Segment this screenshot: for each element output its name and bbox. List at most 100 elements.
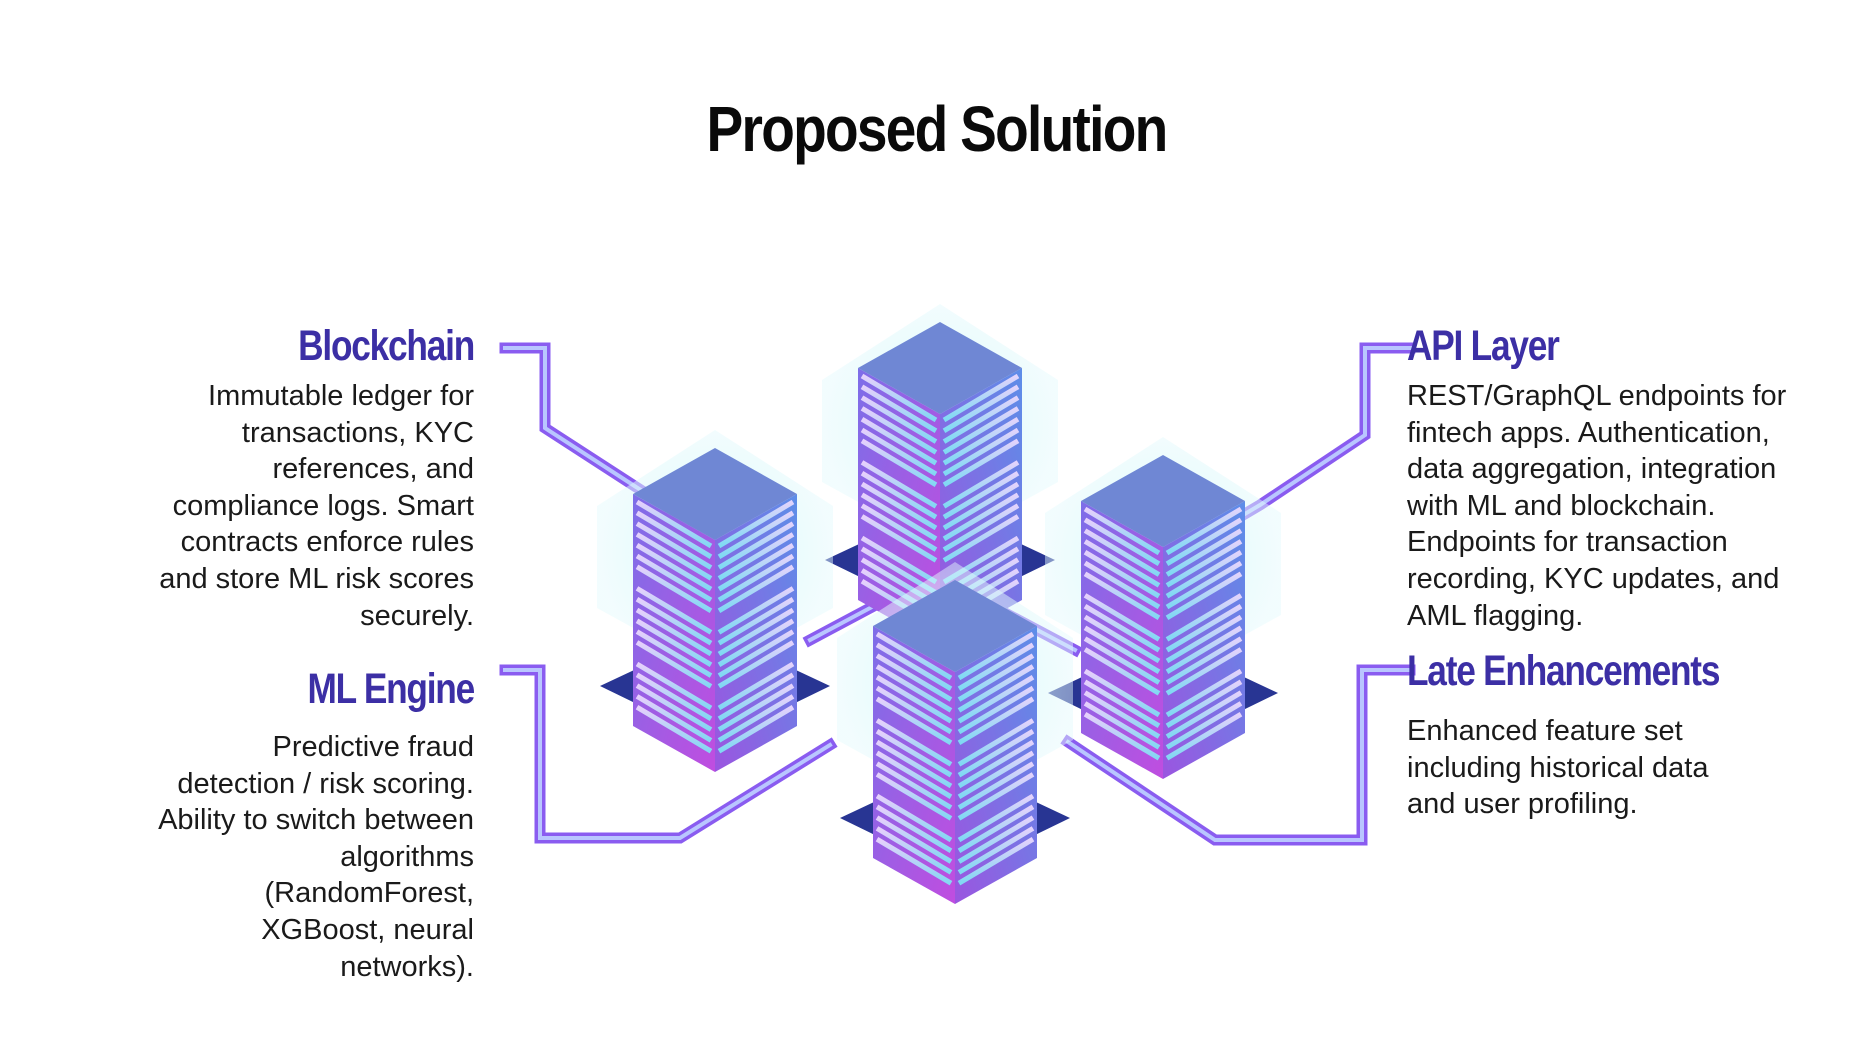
server-front-slot [957, 696, 1035, 745]
server-front-slot [875, 653, 953, 702]
server-right-slot [1165, 668, 1243, 718]
server-left-slot [635, 683, 713, 732]
server-right-slot [1083, 604, 1161, 653]
server-left-slot [635, 629, 713, 678]
server-right-slot [1083, 593, 1161, 642]
server-top-top-face [858, 322, 1022, 414]
server-right-slot [1165, 636, 1243, 685]
server-right-slot [1165, 506, 1243, 556]
late-enhancements-heading: Late Enhancements [1407, 647, 1720, 695]
text-line: (RandomForest, [264, 877, 474, 910]
server-top-slot [860, 535, 938, 585]
late-enhancements-section: Late Enhancements Enhanced feature set i… [1407, 645, 1827, 823]
server-right-slot [1083, 625, 1161, 674]
text-line: transactions, KYC [241, 416, 474, 449]
page-title: Proposed Solution [706, 93, 1169, 165]
server-right-slot [1083, 701, 1161, 750]
server-right-slot [1083, 668, 1161, 718]
server-front-slot [875, 729, 953, 778]
server-front-slot [875, 642, 953, 691]
server-right-slot [1083, 506, 1161, 556]
server-top-slot [942, 481, 1020, 531]
late-enhancements-description: Enhanced feature set including historica… [1407, 713, 1827, 823]
server-left-slot [717, 683, 795, 732]
server-right-slot [1165, 690, 1243, 739]
server-left [597, 430, 833, 772]
text-line: including historical data [1407, 751, 1709, 784]
server-left-slot [635, 543, 713, 592]
server-left-slot [717, 694, 795, 743]
server-front-slot [875, 793, 953, 843]
server-group [597, 304, 1281, 904]
server-front-slot [957, 772, 1035, 821]
server-left-slot [635, 705, 713, 754]
server-right-slot [1165, 517, 1243, 566]
server-left-slot [717, 586, 795, 635]
server-right-slot [1165, 571, 1243, 620]
server-front-slot [875, 631, 953, 681]
server-left-top-face [633, 448, 797, 540]
text-line: detection / risk scoring. [177, 767, 474, 800]
ml-engine-section: ML Engine Predictive fraud detection / r… [120, 663, 475, 985]
server-top-slot [942, 373, 1020, 423]
server-left-slot [635, 521, 713, 570]
server-right-slot [1165, 647, 1243, 696]
blockchain-heading: Blockchain [298, 322, 475, 370]
text-line: securely. [360, 599, 474, 632]
server-front-slot [957, 664, 1035, 713]
server-front-slot [875, 664, 953, 713]
server-front-slot [875, 696, 953, 745]
server-left-slot [717, 564, 795, 613]
server-top-slot [942, 438, 1020, 487]
server-right-slot [1083, 690, 1161, 739]
text-line: Ability to switch between [158, 804, 474, 837]
text-line: XGBoost, neural [261, 913, 474, 946]
server-front-slot [875, 718, 953, 767]
blockchain-section: Blockchain Immutable ledger for transact… [120, 320, 475, 634]
server-front-slot [957, 729, 1035, 778]
server-right-slot [1165, 614, 1243, 664]
server-left-slot [717, 672, 795, 721]
server-right-slot [1083, 647, 1161, 696]
server-left-slot [717, 499, 795, 549]
server-top-slot [942, 460, 1020, 509]
text-line: networks). [340, 950, 474, 983]
server-top-slot [860, 460, 938, 509]
server-front-slot [957, 826, 1035, 875]
text-line: AML flagging. [1407, 599, 1584, 632]
server-front-slot [875, 739, 953, 789]
server-left-slot [635, 586, 713, 635]
server-left-slot [635, 532, 713, 581]
server-right-slot [1165, 701, 1243, 750]
ml-engine-description: Predictive fraud detection / risk scorin… [120, 729, 474, 985]
server-left-slot [635, 597, 713, 646]
server-left-slot [717, 618, 795, 667]
server-right-slot [1083, 571, 1161, 620]
server-left-slot [635, 553, 713, 603]
server-front-slot [957, 793, 1035, 843]
server-left-slot [635, 618, 713, 667]
ml-engine-heading: ML Engine [307, 665, 475, 713]
api-layer-section: API Layer REST/GraphQL endpoints for fin… [1407, 320, 1827, 634]
server-left-slot [717, 553, 795, 603]
server-front-slot [957, 837, 1035, 886]
server-left-slot [635, 694, 713, 743]
server-right-slot [1165, 539, 1243, 588]
text-line: references, and [272, 453, 474, 486]
server-right-slot [1165, 712, 1243, 761]
server-top-slot [860, 373, 938, 423]
server-left-slot [635, 499, 713, 549]
server-front-slot [875, 685, 953, 735]
server-right-slot [1083, 636, 1161, 685]
server-front-slot [875, 675, 953, 724]
server-front-slot [957, 761, 1035, 810]
api-layer-description: REST/GraphQL endpoints for fintech apps.… [1407, 378, 1827, 634]
server-top-slot [860, 471, 938, 520]
connector-late-enh-inner [1065, 668, 1412, 842]
server-front-slot [957, 685, 1035, 735]
connector-ml-engine-inner [503, 668, 833, 840]
text-line: and user profiling. [1407, 788, 1638, 821]
server-front-slot [957, 675, 1035, 724]
server-top-slot [860, 503, 938, 552]
